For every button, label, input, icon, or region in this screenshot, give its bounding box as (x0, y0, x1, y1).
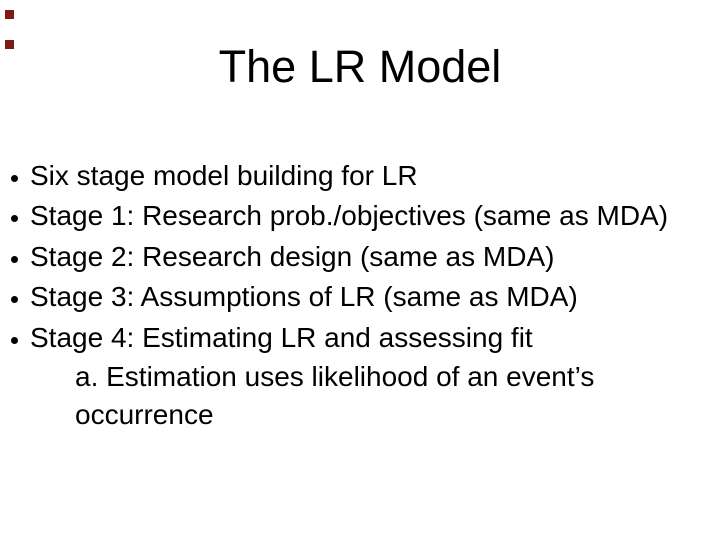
bullet-item: Stage 2: Research design (same as MDA) (0, 237, 716, 277)
bullet-item: Six stage model building for LR (0, 156, 716, 196)
bullet-dot-icon (11, 255, 18, 263)
decor-square-bottom (5, 40, 14, 49)
bullet-dot-icon (11, 336, 18, 344)
bullet-dot-icon (11, 215, 18, 223)
bullet-text: Stage 1: Research prob./objectives (same… (30, 200, 669, 232)
bullet-text: Stage 3: Assumptions of LR (same as MDA) (30, 281, 578, 313)
bullet-text: Six stage model building for LR (30, 160, 418, 191)
bullet-text: Stage 2: Research design (same as MDA) (30, 240, 555, 272)
decor-square-top (5, 10, 14, 19)
bullet-text: Stage 4: Estimating LR and assessing fit (30, 321, 533, 353)
bullet-marker (0, 237, 30, 277)
sub-item-line: a. Estimation uses likelihood of an even… (75, 361, 595, 393)
bullet-item: Stage 1: Research prob./objectives (same… (0, 196, 716, 236)
bullet-item: Stage 3: Assumptions of LR (same as MDA) (0, 277, 716, 317)
bullet-marker (0, 318, 30, 358)
bullet-item: Stage 4: Estimating LR and assessing fit (0, 318, 716, 358)
bullet-dot-icon (11, 175, 18, 182)
bullet-marker (0, 196, 30, 236)
slide-title: The LR Model (218, 41, 502, 92)
bullet-marker (0, 277, 30, 317)
bullet-marker (0, 156, 30, 196)
sub-item-line: occurrence (75, 399, 214, 431)
bullet-list: Six stage model building for LR Stage 1:… (0, 156, 716, 434)
bullet-dot-icon (11, 296, 18, 304)
